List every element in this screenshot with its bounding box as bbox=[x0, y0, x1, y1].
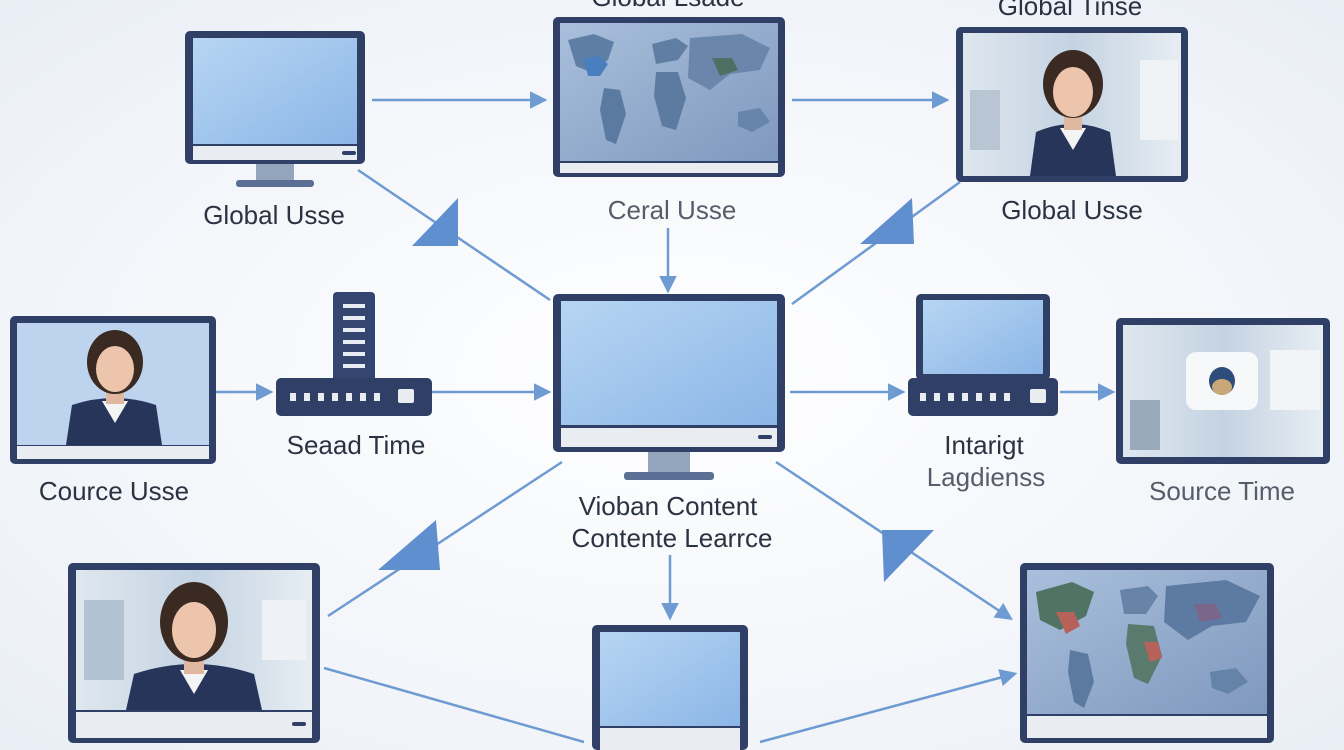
connectors bbox=[216, 91, 1116, 744]
laptop-icon bbox=[908, 294, 1058, 416]
top-center-label: Ceral Usse bbox=[607, 195, 737, 225]
presenter-monitor-icon bbox=[956, 27, 1188, 182]
laptop-label-line2: Lagdienss bbox=[926, 462, 1046, 492]
direction-triangle-icon bbox=[378, 520, 440, 570]
router-icon bbox=[276, 292, 432, 416]
connector-line bbox=[323, 666, 585, 744]
presenter-icon bbox=[66, 330, 162, 445]
direction-triangle-icon bbox=[412, 198, 458, 246]
world-map-icon bbox=[553, 17, 785, 177]
top-center-title: Global Lsade bbox=[591, 0, 744, 13]
direction-triangle-icon bbox=[882, 530, 934, 582]
webcam-icon bbox=[1186, 352, 1258, 410]
top-right-label: Global Usse bbox=[1001, 195, 1143, 225]
left-mid-label: Cource Usse bbox=[38, 476, 190, 506]
world-map-icon bbox=[1020, 563, 1274, 743]
monitor-icon bbox=[185, 31, 365, 187]
top-right-title: Global Tinse bbox=[997, 0, 1143, 21]
direction-triangle-icon bbox=[860, 198, 914, 244]
center-label-line1: Vioban Content bbox=[578, 491, 758, 521]
laptop-label-line1: Intarigt bbox=[944, 430, 1024, 460]
presenter-icon bbox=[126, 582, 262, 710]
right-mid-label: Source Time bbox=[1149, 476, 1295, 506]
presenter-monitor-icon bbox=[68, 563, 320, 743]
arrow-icon bbox=[759, 669, 1018, 744]
top-left-label: Global Usse bbox=[203, 200, 345, 230]
center-label-line2: Contente Learrce bbox=[571, 523, 773, 553]
presenter-monitor-icon bbox=[10, 316, 216, 464]
presenter-icon bbox=[1030, 50, 1116, 176]
router-label: Seaad Time bbox=[286, 430, 426, 460]
webcam-monitor-icon bbox=[1116, 318, 1330, 464]
monitor-icon bbox=[553, 294, 785, 480]
connector-line bbox=[327, 460, 563, 618]
monitor-icon bbox=[592, 625, 748, 750]
